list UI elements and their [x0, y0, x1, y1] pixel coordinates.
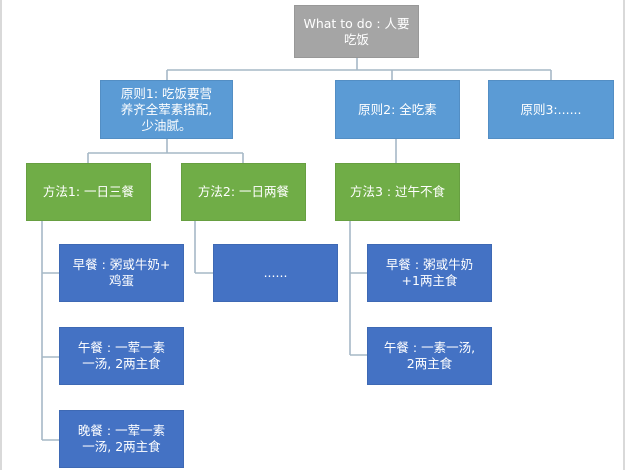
goal-line-1: What to do : 人要	[303, 15, 410, 31]
method-2-node: 方法2: 一日两餐	[181, 163, 306, 221]
meal-breakfast-method-3: 早餐 : 粥或牛奶 +1两主食	[367, 244, 492, 302]
meal-lunch-method-1-line-1: 午餐 : 一荤一素	[77, 340, 166, 355]
meal-breakfast-method-3-line-1: 早餐 : 粥或牛奶	[385, 257, 474, 272]
method-2-label: 方法2: 一日两餐	[197, 184, 290, 199]
meal-dinner-method-1-line-1: 晚餐 : 一荤一素	[77, 423, 166, 438]
principle-2-label: 原则2: 全吃素	[358, 101, 437, 117]
meal-breakfast-method-1: 早餐 : 粥或牛奶+ 鸡蛋	[59, 244, 184, 302]
meal-dinner-method-1-line-2: 一汤, 2两主食	[82, 439, 161, 454]
goal-line-2: 吃饭	[343, 31, 369, 47]
meal-breakfast-method-3-line-2: +1两主食	[401, 273, 458, 288]
meal-lunch-method-1-line-2: 一汤, 2两主食	[82, 356, 161, 371]
principle-3-node: 原则3:......	[488, 80, 614, 139]
principle-2-node: 原则2: 全吃素	[335, 80, 460, 139]
principle-1-line-3: 少油腻。	[141, 117, 192, 133]
meal-breakfast-method-1-line-2: 鸡蛋	[108, 273, 134, 288]
meal-lunch-method-3-line-2: 2两主食	[406, 356, 453, 371]
principle-1-line-1: 原则1: 吃饭要营	[120, 85, 213, 101]
principle-3-label: 原则3:......	[520, 101, 582, 117]
principle-1-line-2: 养齐全荤素搭配,	[120, 101, 213, 117]
goal-node: What to do : 人要 吃饭	[294, 5, 419, 58]
meal-placeholder-method-2-label: ......	[263, 265, 288, 280]
meal-dinner-method-1: 晚餐 : 一荤一素 一汤, 2两主食	[59, 410, 184, 468]
method-1-label: 方法1: 一日三餐	[42, 184, 135, 199]
meal-placeholder-method-2: ......	[213, 244, 338, 302]
method-3-node: 方法3 : 过午不食	[335, 163, 460, 221]
meal-lunch-method-3-line-1: 午餐 : 一素一汤,	[383, 340, 476, 355]
meal-lunch-method-3: 午餐 : 一素一汤, 2两主食	[367, 327, 492, 385]
method-3-label: 方法3 : 过午不食	[349, 184, 446, 199]
principle-1-node: 原则1: 吃饭要营 养齐全荤素搭配, 少油腻。	[100, 80, 233, 139]
meal-lunch-method-1: 午餐 : 一荤一素 一汤, 2两主食	[59, 327, 184, 385]
method-1-node: 方法1: 一日三餐	[26, 163, 151, 221]
meal-breakfast-method-1-line-1: 早餐 : 粥或牛奶+	[72, 257, 171, 272]
